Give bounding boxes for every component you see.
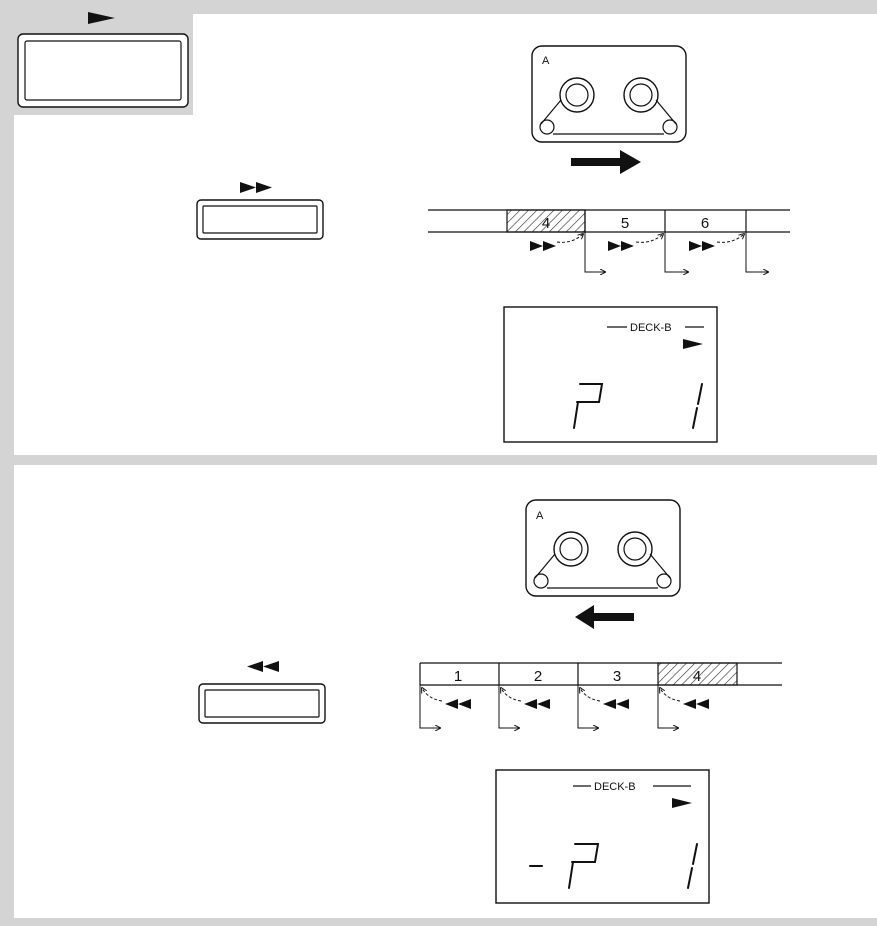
reel-left [559,77,595,113]
rewind-icon [603,699,629,709]
rewind-icon [445,699,471,709]
cassette-top: A [531,45,687,143]
readout-1 [692,383,703,429]
rw-playback-markers [419,685,678,728]
rewind-icon [247,661,279,672]
cassette-label: A [542,55,550,67]
rewind-icon [524,699,550,709]
rewind-icon [683,699,709,709]
reel-right [617,531,653,567]
play-icon [672,798,692,808]
deck-label: DECK-B [630,322,672,334]
play-button[interactable] [17,12,189,108]
ff-skip-arcs [556,234,744,243]
bottom-border [0,918,877,926]
play-icon [88,12,115,24]
top-border [0,0,877,14]
cassette-bottom: A [525,499,681,597]
readout-p [568,843,600,889]
play-icon [683,339,703,349]
tape-segment-highlighted [657,662,738,686]
fast-forward-button[interactable] [196,182,324,240]
readout-1 [687,843,698,889]
section-divider [0,455,877,465]
tape-segment-label: 1 [454,668,462,685]
cassette-label: A [536,510,544,522]
fast-forward-icon [689,241,715,251]
rw-skip-indicators [445,699,709,709]
display-top: DECK-B [503,306,718,443]
tape-strip-bottom: 1 2 3 4 [419,662,782,686]
tape-segment-label: 6 [701,215,709,232]
deck-label: DECK-B [594,781,636,793]
reel-right [623,77,659,113]
tape-segment-label: 4 [542,215,550,232]
direction-arrow-left-icon [575,605,634,629]
fast-forward-icon [530,241,556,251]
rw-skip-arcs [422,688,681,702]
tape-segment-label: 5 [621,215,629,232]
fast-forward-icon [240,182,272,193]
tape-segment-label: 3 [613,668,621,685]
tape-segment-label: 4 [693,668,701,685]
readout-p [573,383,604,429]
display-bottom: DECK-B [495,769,710,904]
rewind-button[interactable] [198,661,326,724]
fast-forward-icon [608,241,634,251]
ff-skip-indicators [530,241,715,251]
reel-left [553,531,589,567]
tape-segment-label: 2 [534,668,542,685]
tape-strip-top: 4 5 6 [428,209,790,233]
ff-playback-markers [584,232,768,272]
direction-arrow-right-icon [571,150,641,174]
